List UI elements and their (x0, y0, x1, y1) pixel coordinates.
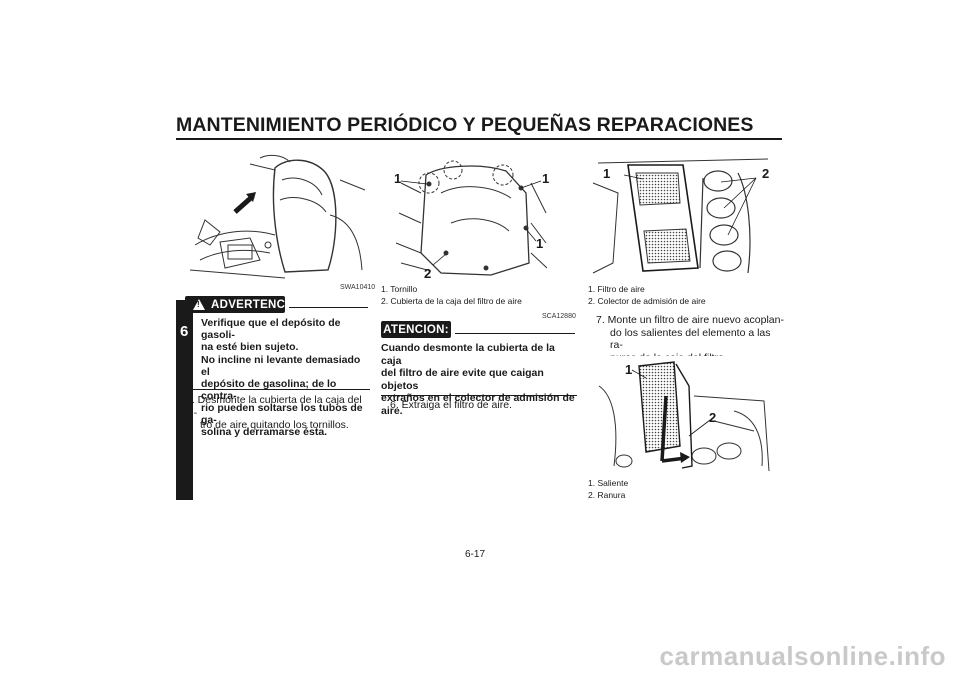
warning-bullets: ● Verifique que el depósito de gasoli- n… (187, 317, 370, 438)
attention-line: aire. (381, 404, 403, 417)
air-filter-figure (588, 153, 774, 277)
step-6: 6. Extraiga el filtro de aire. (390, 399, 512, 411)
warning-header-rule (289, 307, 368, 308)
figure-callout-1: 1 (536, 236, 544, 251)
warning-label: ADVERTENCIA (211, 298, 298, 311)
caption-line: 2. Ranura (588, 490, 626, 500)
figure-callout-1: 1 (394, 171, 402, 186)
figure-code: SWA10410 (340, 284, 376, 291)
air-filter-illustration (592, 158, 769, 274)
step-5: 5. Desmonte la cubierta de la caja del f… (186, 394, 372, 432)
figure-caption: 1. Saliente 2. Ranura (588, 477, 628, 501)
warning-line: na esté bien sujeto. (201, 341, 299, 353)
air-filter-cover-figure (381, 153, 549, 278)
filter-install-illustration (598, 361, 770, 472)
warning-end-rule (176, 389, 370, 390)
figure-callout-1: 1 (542, 171, 550, 186)
warning-line: depósito de gasolina; de lo contra- (201, 378, 337, 402)
watermark: carmanualsonline.info (659, 641, 946, 671)
attention-header-rule (455, 333, 575, 334)
figure-callout-1: 1 (603, 166, 611, 181)
bullet-icon: ● (187, 354, 194, 366)
page-number: 6-17 (465, 549, 486, 560)
cover-illustration (395, 160, 548, 276)
bullet-icon: ● (187, 317, 194, 329)
warning-line: solina y derramarse ésta. (201, 426, 328, 438)
step-line: tro de aire quitando los tornillos. (200, 419, 349, 431)
warning-line: rio pueden soltarse los tubos de ga- (201, 402, 363, 426)
attention-header: ATENCION: (381, 321, 451, 338)
figure-callout-1: 1 (625, 362, 633, 377)
page-title: MANTENIMIENTO PERIÓDICO Y PEQUEÑAS REPAR… (176, 114, 754, 136)
figure-caption: 1. Filtro de aire 2. Colector de admisió… (588, 283, 706, 307)
step-line: 7. Monte un filtro de aire nuevo acoplan… (596, 314, 784, 326)
fuel-tank-figure (189, 150, 370, 280)
warning-line: Verifique que el depósito de gasoli- (201, 317, 341, 341)
attention-code: SCA12880 (542, 313, 576, 320)
chapter-number: 6 (180, 323, 189, 340)
filter-install-figure (594, 356, 774, 476)
attention-end-rule (381, 395, 577, 396)
warning-line: No incline ni levante demasiado el (201, 354, 361, 378)
caption-line: 1. Tornillo (381, 284, 418, 294)
warning-header: ! ADVERTENCIA (185, 296, 297, 313)
caption-line: 1. Saliente (588, 478, 629, 488)
warning-bullet: ● No incline ni levante demasiado el dep… (187, 354, 370, 438)
chapter-tab (176, 300, 193, 500)
figure-callout-2: 2 (424, 266, 432, 281)
figure-callout-2: 2 (709, 410, 717, 425)
step-line: 5. Desmonte la cubierta de la caja del f… (186, 394, 362, 419)
warning-icon: ! (193, 299, 205, 310)
figure-caption: 1. Tornillo 2. Cubierta de la caja del f… (381, 283, 522, 307)
attention-line: Cuando desmonte la cubierta de la caja (381, 342, 555, 367)
caption-line: 1. Filtro de aire (588, 284, 645, 294)
warning-bullet: ● Verifique que el depósito de gasoli- n… (187, 317, 370, 353)
caption-line: 2. Cubierta de la caja del filtro de air… (381, 296, 522, 306)
step-line: do los salientes del elemento a las ra- (610, 326, 771, 352)
caption-line: 2. Colector de admisión de aire (588, 296, 706, 306)
attention-line: del filtro de aire evite que caigan obje… (381, 367, 544, 392)
header-rule (176, 138, 782, 140)
figure-callout-2: 2 (762, 166, 770, 181)
fuel-tank-illustration (189, 154, 366, 279)
